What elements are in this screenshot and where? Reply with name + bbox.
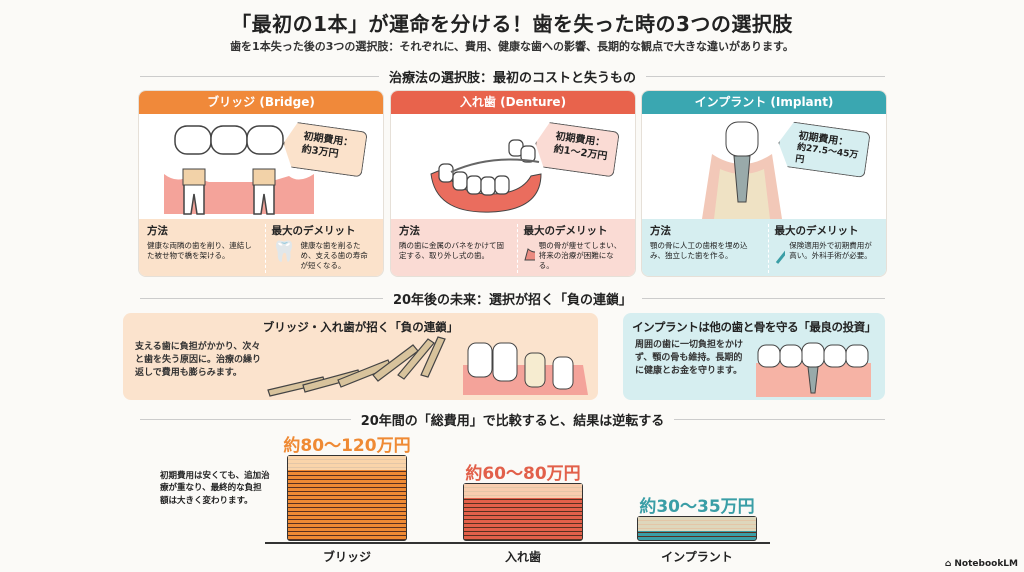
section-heading-total: 20年間の「総費用」で比較すると、結果は逆転する [140,410,886,429]
box-title: ブリッジ・入れ歯が招く「負の連鎖」 [262,320,459,334]
bill-top [288,455,406,470]
implant-teeth-illustration [756,342,871,397]
implant-illustration: 初期費用：約27.5～45万円 [642,114,886,219]
money-stack-bar [637,515,757,541]
total-cost-note: 初期費用は安くても、追加治療が重なり、最終的な負担額は大きく変わります。 [160,471,270,506]
page-title: 「最初の1本」が運命を分ける！歯を失った時の3つの選択肢 [231,12,793,36]
bridge-teeth-icon [164,125,314,215]
demerit-label: 最大のデメリット [774,225,859,237]
card-bridge: ブリッジ (Bridge) 初期費用：約3万円 方法健康な両隣の歯を削り、連結し… [138,90,384,277]
card-title: 入れ歯 (Denture) [391,91,635,114]
demerit-label: 最大のデメリット [271,225,356,237]
category-label: ブリッジ [322,550,371,564]
money-stack-bar [287,454,407,541]
card-info: 方法顎の骨に人工の歯根を埋め込み、独立した歯を作る。 最大のデメリット保険適用外… [642,219,886,276]
section-heading-text: 20年後の未来：選択が招く「負の連鎖」 [392,293,633,308]
demerit-text: 健康な歯を削るため、支える歯の寿命が短くなる。 [300,241,368,271]
card-info: 方法健康な両隣の歯を削り、連結した被せ物で橋を架ける。 最大のデメリット 🦷健康な… [139,219,383,276]
page-subtitle: 歯を1本失った後の3つの選択肢：それぞれに、費用、健康な歯への影響、長期的な観点… [230,40,794,53]
card-info: 方法隣の歯に金属のバネをかけて固定する、取り外し式の歯。 最大のデメリット顎の骨… [391,219,635,276]
bill-top [638,516,756,531]
method-label: 方法 [650,225,671,237]
best-investment-box: インプラントは他の歯と骨を守る「最良の投資」 周囲の歯に一切負担をかけず、顎の骨… [623,313,885,400]
bone-loss-icon [523,248,535,261]
price-label: 約30～35万円 [639,496,755,517]
bridge-illustration: 初期費用：約3万円 [139,114,383,219]
implant-icon [702,121,782,219]
domino-teeth-illustration [267,336,588,397]
section-heading-text: 20年間の「総費用」で比較すると、結果は逆転する [360,414,665,429]
card-denture: 入れ歯 (Denture) 初期費用：約1～2万円 方法隣の歯に金属のバネをかけ… [390,90,636,277]
denture-illustration: 初期費用：約1～2万円 [391,114,635,219]
box-text: 周囲の歯に一切負担をかけず、顎の骨も維持。長期的に健康とお金を守ります。 [635,340,744,377]
denture-icon [430,139,542,213]
scalpel-icon [775,249,786,265]
demerit-label: 最大のデメリット [523,225,608,237]
brand-text: NotebookLM [954,559,1018,569]
chart-baseline [265,542,770,544]
negative-chain-box: ブリッジ・入れ歯が招く「負の連鎖」 支える歯に負担がかかり、次々と歯を失う原因に… [123,313,598,400]
money-stack-bar [463,483,583,541]
demerit-text: 保険適用外で初期費用が高い。外科手術が必要。 [789,241,872,261]
box-text: 支える歯に負担がかかり、次々と歯を失う原因に。治療の繰り返しで費用も膨らみます。 [135,342,262,379]
card-title: インプラント (Implant) [642,91,886,114]
method-text: 隣の歯に金属のバネをかけて固定する、取り外し式の歯。 [399,241,504,261]
tooth-icon: 🦷 [271,239,297,264]
method-label: 方法 [147,225,168,237]
method-text: 顎の骨に人工の歯根を埋め込み、独立した歯を作る。 [650,241,748,261]
section-heading-options: 治療法の選択肢：最初のコストと失うもの [140,67,886,86]
box-title: インプラントは他の歯と骨を守る「最良の投資」 [632,320,876,334]
category-label: インプラント [661,550,733,564]
bill-top [464,484,582,499]
section-heading-text: 治療法の選択肢：最初のコストと失うもの [389,71,637,86]
notebooklm-badge: ⌂ NotebookLM [945,559,1018,569]
method-text: 健康な両隣の歯を削り、連結した被せ物で橋を架ける。 [147,241,252,261]
section-heading-future: 20年後の未来：選択が招く「負の連鎖」 [140,289,885,308]
card-implant: インプラント (Implant) 初期費用：約27.5～45万円 方法顎の骨に人… [641,90,887,277]
method-label: 方法 [399,225,420,237]
demerit-text: 顎の骨が痩せてしまい、将来の治療が困難になる。 [538,241,622,271]
price-label: 約60～80万円 [465,464,581,485]
notebooklm-logo-icon: ⌂ [944,559,955,569]
price-label: 約80～120万円 [283,435,411,456]
card-title: ブリッジ (Bridge) [139,91,383,114]
category-label: 入れ歯 [504,550,541,564]
